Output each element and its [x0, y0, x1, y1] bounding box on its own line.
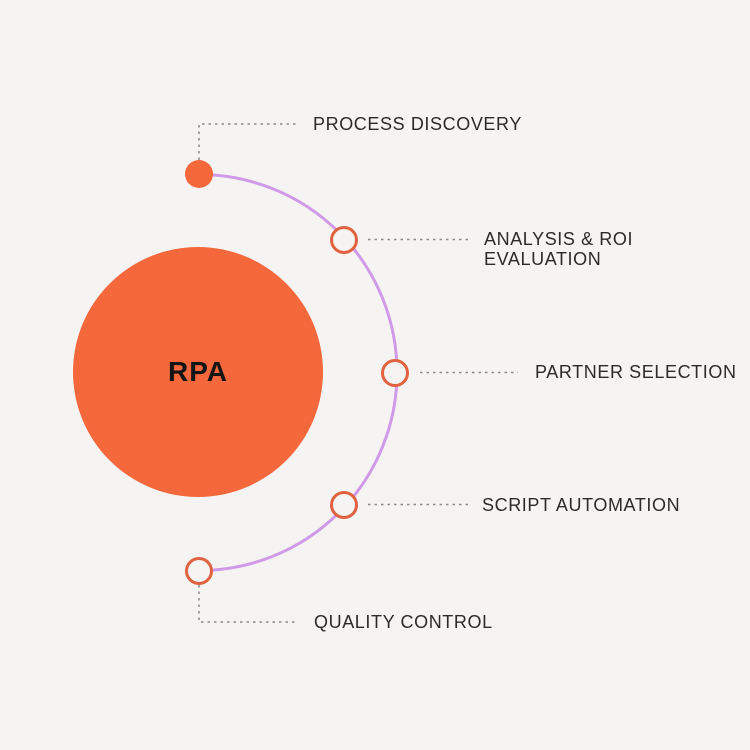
connector-process-discovery: [198, 123, 296, 160]
step-label-process-discovery: PROCESS DISCOVERY: [313, 114, 522, 134]
node-analysis-roi: [330, 226, 358, 254]
connector-quality-control: [198, 585, 296, 623]
rpa-center-label: RPA: [167, 356, 229, 387]
step-label-analysis-roi: ANALYSIS & ROI EVALUATION: [484, 229, 634, 269]
step-label-script-automation: SCRIPT AUTOMATION: [482, 495, 681, 515]
step-label-quality-control: QUALITY CONTROL: [314, 612, 493, 632]
node-process-discovery: [185, 160, 213, 188]
node-script-automation: [330, 491, 358, 519]
rpa-center-circle: RPA: [73, 247, 323, 497]
node-partner-selection: [381, 359, 409, 387]
node-quality-control: [185, 557, 213, 585]
step-label-partner-selection: PARTNER SELECTION: [535, 362, 737, 382]
